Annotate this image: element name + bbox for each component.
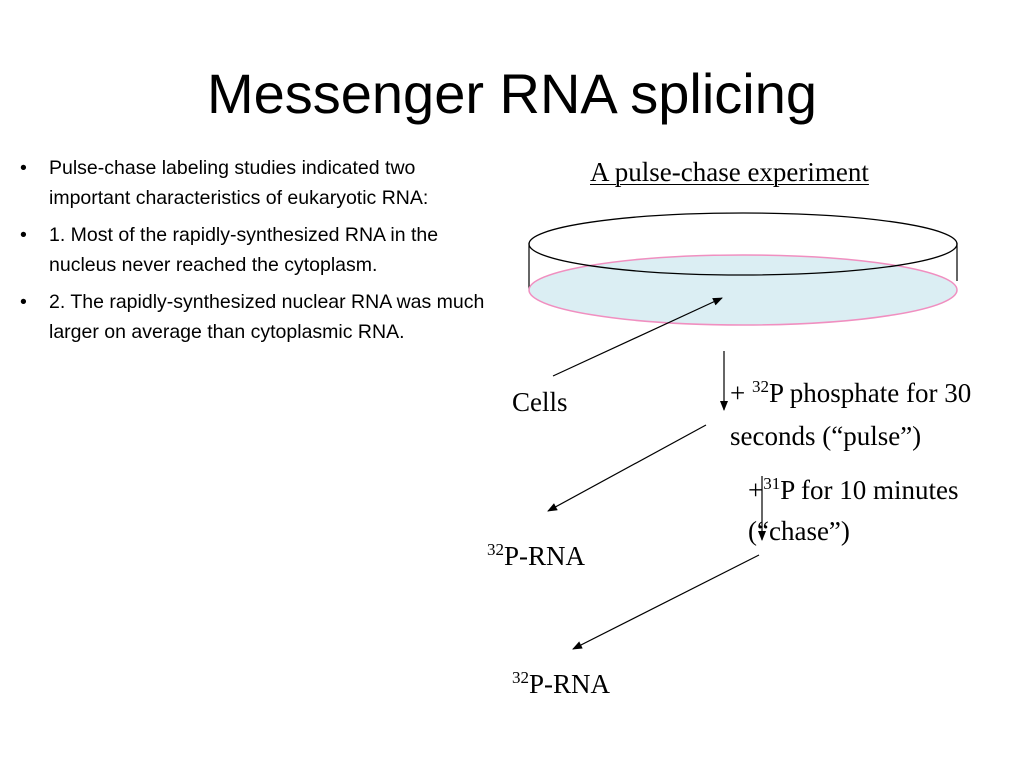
bullet-item: • 2. The rapidly-synthesized nuclear RNA… [20,287,490,347]
product-1-text: P-RNA [504,541,586,571]
bullet-text: 2. The rapidly-synthesized nuclear RNA w… [49,291,485,343]
chase-isotope: 31 [763,474,781,493]
product-1-label: 32P-RNA [487,538,585,574]
to-product-2-arrow [572,554,760,650]
bullet-dot: • [20,224,27,246]
chase-prefix: + [748,475,764,505]
bullet-list: • Pulse-chase labeling studies indicated… [20,153,490,354]
chase-text: P for 10 minutes (“chase”) [748,475,959,546]
pulse-prefix: + [730,378,752,408]
petri-dish [528,212,958,326]
bullet-item: • 1. Most of the rapidly-synthesized RNA… [20,220,490,280]
pulse-text: P phosphate for 30 seconds (“pulse”) [730,378,972,451]
product-2-isotope: 32 [512,668,529,687]
pulse-label: + 32P phosphate for 30 seconds (“pulse”) [730,372,1024,458]
pulse-isotope: 32 [751,377,769,396]
product-1-isotope: 32 [487,540,504,559]
slide-title: Messenger RNA splicing [206,62,818,125]
product-2-text: P-RNA [529,669,611,699]
experiment-title: A pulse-chase experiment [590,157,869,187]
bullet-dot: • [20,291,27,313]
dish-rim [528,212,958,276]
chase-label: +31P for 10 minutes (“chase”) [748,470,1008,552]
bullet-item: • Pulse-chase labeling studies indicated… [20,153,490,213]
bullet-text: 1. Most of the rapidly-synthesized RNA i… [49,224,439,276]
cells-label: Cells [512,387,568,417]
culture-medium [528,254,958,326]
bullet-text: Pulse-chase labeling studies indicated t… [49,157,429,209]
to-product-1-arrow [547,424,707,512]
product-2-label: 32P-RNA [512,666,610,702]
bullet-dot: • [20,157,27,179]
cells-pointer-arrow [552,297,723,377]
